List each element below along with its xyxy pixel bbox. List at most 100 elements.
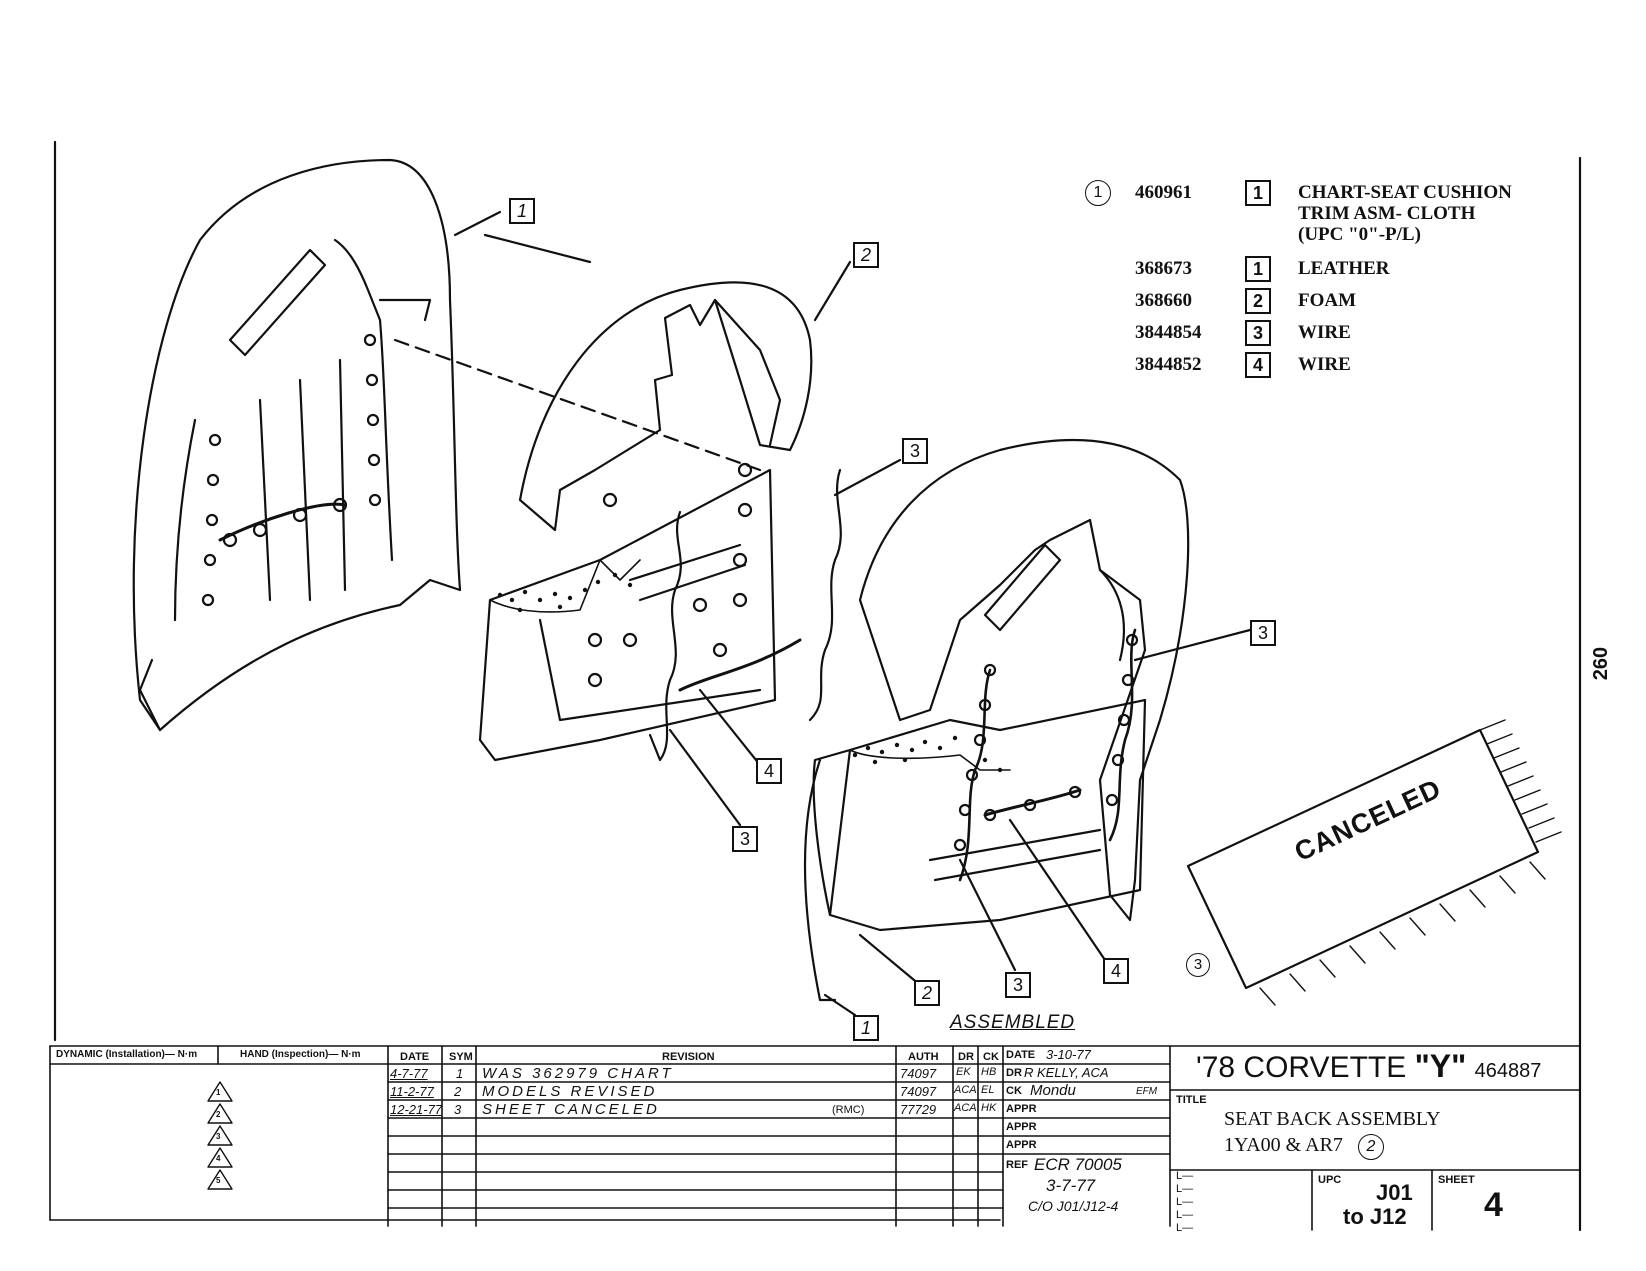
torque-dynamic-label: DYNAMIC (Installation)— N·m (56, 1049, 198, 1060)
signoff-ck-label: CK (1006, 1085, 1022, 1097)
rev-ck: EL (981, 1084, 995, 1096)
rev-dr: ACA (954, 1084, 977, 1096)
callout-box: 1 (853, 1015, 879, 1041)
rev-text: MODELS REVISED (482, 1083, 658, 1100)
part-key-box: 3 (1245, 320, 1271, 346)
rev-date: 4-7-77 (390, 1066, 428, 1081)
l-mark: L— (1176, 1170, 1194, 1182)
assembled-seat-drawing (803, 438, 1252, 1017)
callout-box: 3 (1005, 972, 1031, 998)
upc-label: UPC (1318, 1174, 1342, 1186)
trim-cover-drawing (132, 158, 502, 732)
title-rev-callout: 2 (1358, 1134, 1384, 1160)
part-number: 368673 (1135, 258, 1192, 279)
signoff-ref-line: ECR 70005 (1034, 1155, 1122, 1174)
sheet-number: 4 (1484, 1186, 1503, 1224)
drawing-title-line: SEAT BACK ASSEMBLY (1224, 1108, 1441, 1130)
part-number: 3844854 (1135, 322, 1202, 343)
leader-line (483, 233, 592, 264)
rev-date: 12-21-77 (390, 1102, 443, 1117)
signoff-appr-label: APPR (1006, 1103, 1037, 1115)
signoff-ref-label: REF (1006, 1159, 1028, 1171)
part-key-box: 1 (1245, 180, 1271, 206)
part-description: WIRE (1298, 354, 1351, 375)
model-header: '78 CORVETTE "Y" 464887 (1196, 1048, 1541, 1085)
part-description: CHART-SEAT CUSHION TRIM ASM- CLOTH (UPC … (1298, 182, 1512, 245)
rev-auth: 74097 (900, 1084, 937, 1099)
rev-header-sym: SYM (449, 1051, 473, 1063)
rev-header-ck: CK (983, 1051, 999, 1063)
rev-ck: HB (981, 1066, 997, 1078)
signoff-date-label: DATE (1006, 1049, 1036, 1061)
rev-text: WAS 362979 CHART (482, 1065, 674, 1082)
rev-sym: 1 (456, 1066, 464, 1081)
rev-marker: 3 (216, 1132, 221, 1141)
signoff-dr-label: DR (1006, 1067, 1022, 1079)
part-key-box: 2 (1245, 288, 1271, 314)
page-number: 260 (1590, 646, 1613, 681)
rev-date: 11-2-77 (390, 1084, 434, 1099)
desc-line: (UPC "0"-P/L) (1298, 224, 1421, 245)
callout-box: 3 (732, 826, 758, 852)
l-mark: L— (1176, 1209, 1194, 1221)
torque-hand-label: HAND (Inspection)— N·m (240, 1049, 361, 1060)
wire-3-drawing (648, 510, 682, 762)
foam-pad-drawing (478, 260, 852, 762)
rev-dr: EK (956, 1066, 971, 1078)
signoff-appr-label: APPR (1006, 1139, 1037, 1151)
l-mark: L— (1176, 1222, 1194, 1234)
desc-line: CHART-SEAT CUSHION (1298, 182, 1512, 203)
signoff-date-value: 3-10-77 (1046, 1047, 1091, 1062)
rev-header-auth: AUTH (908, 1051, 939, 1063)
wire-3b-drawing (808, 468, 842, 722)
rev-marker: 4 (216, 1154, 221, 1163)
part-number: 3844852 (1135, 354, 1202, 375)
dashed-leader (393, 338, 762, 472)
callout-box: 4 (1103, 958, 1129, 984)
rev-header-revision: REVISION (662, 1051, 715, 1063)
rev-auth: 77729 (900, 1102, 937, 1117)
part-number: 460961 (1135, 182, 1192, 203)
parts-callout-circle: 1 (1085, 180, 1111, 206)
upc-line: J01 (1376, 1180, 1413, 1205)
desc-line: TRIM ASM- CLOTH (1298, 203, 1476, 224)
rev-dr: ACA (954, 1102, 977, 1114)
callout-box: 4 (756, 758, 782, 784)
l-mark: L— (1176, 1196, 1194, 1208)
part-key-box: 1 (1245, 256, 1271, 282)
part-description: WIRE (1298, 322, 1351, 343)
rev-note: (RMC) (832, 1104, 865, 1116)
signoff-appr-label: APPR (1006, 1121, 1037, 1133)
canceled-stamp-box (1186, 719, 1562, 1006)
rev-header-dr: DR (958, 1051, 974, 1063)
rev-sym: 3 (454, 1102, 462, 1117)
drawing-title-line: 1YA00 & AR7 (1224, 1134, 1343, 1156)
rev-text: SHEET CANCELED (482, 1101, 660, 1118)
title-label: TITLE (1176, 1094, 1207, 1106)
rev-marker: 2 (216, 1110, 221, 1119)
model-code: "Y" (1414, 1048, 1467, 1084)
callout-box: 3 (1250, 620, 1276, 646)
signoff-ck-initials: EFM (1136, 1086, 1158, 1097)
rev-sym: 2 (454, 1084, 462, 1099)
callout-box: 3 (902, 438, 928, 464)
rev-marker: 5 (216, 1176, 221, 1185)
title-block-grid (49, 1045, 1581, 1231)
foam-texture (497, 572, 1003, 773)
rev-auth: 74097 (900, 1066, 937, 1081)
rev-header-date: DATE (400, 1051, 430, 1063)
assembled-callout-circle: 3 (1186, 953, 1210, 977)
part-description: FOAM (1298, 290, 1357, 311)
callout-box: 2 (914, 980, 940, 1006)
l-mark: L— (1176, 1183, 1194, 1195)
model-year: '78 CORVETTE (1196, 1051, 1407, 1084)
sheet-label: SHEET (1438, 1174, 1475, 1186)
wire-4-drawing (678, 638, 802, 692)
rev-triangles (207, 1081, 233, 1190)
signoff-ref-line: C/O J01/J12-4 (1028, 1198, 1119, 1214)
assembled-label: ASSEMBLED (950, 1012, 1076, 1033)
model-number: 464887 (1474, 1060, 1542, 1082)
callout-box: 1 (509, 198, 535, 224)
